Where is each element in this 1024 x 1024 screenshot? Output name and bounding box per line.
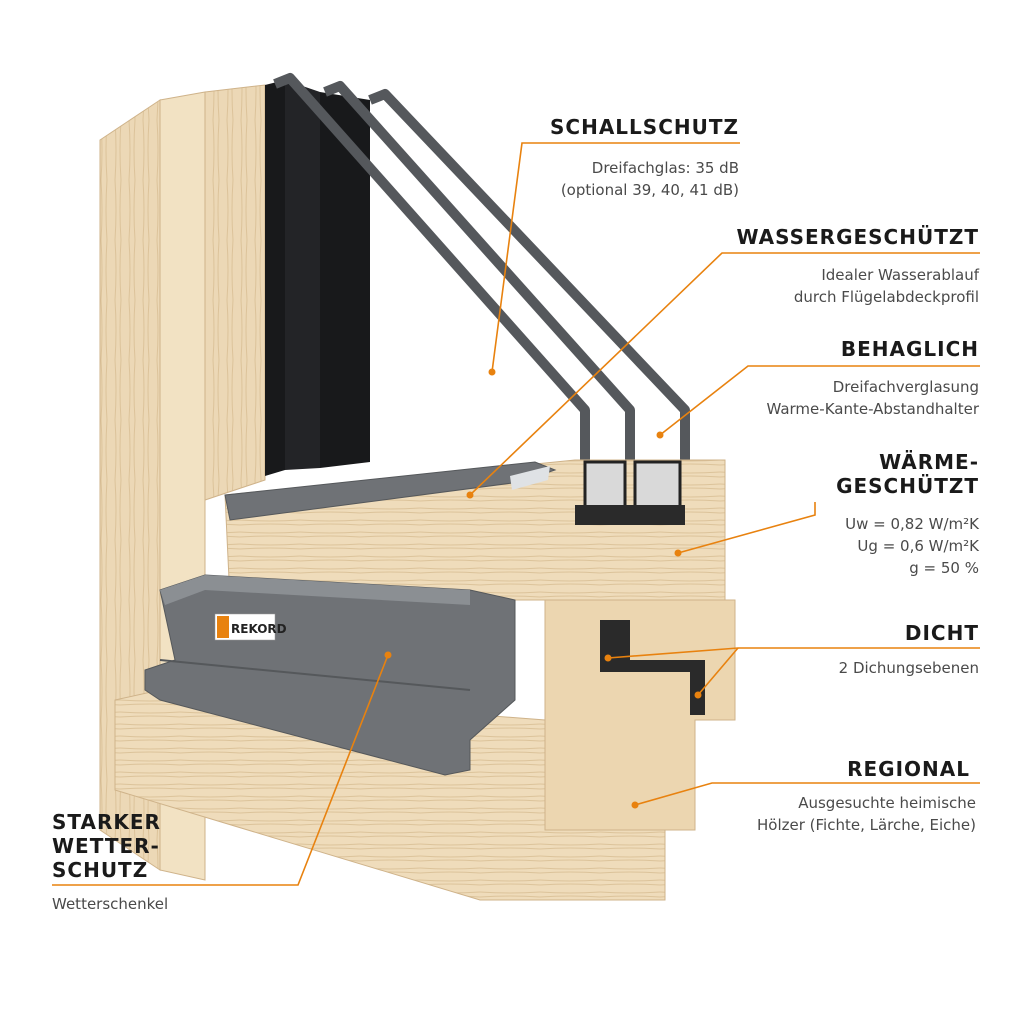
callout-desc-line: Ausgesuchte heimische: [798, 794, 976, 812]
callout-title: GESCHÜTZT: [836, 474, 979, 498]
callout-title: SCHALLSCHUTZ: [550, 115, 739, 139]
callout-dicht-desc: 2 Dichungsebenen: [839, 657, 979, 679]
callout-behaglich-desc: Dreifachverglasung Warme-Kante-Abstandha…: [766, 376, 979, 420]
callout-schallschutz-desc: Dreifachglas: 35 dB (optional 39, 40, 41…: [561, 157, 739, 201]
callout-wetterschutz: STARKER WETTER- SCHUTZ: [52, 810, 161, 882]
callout-regional-desc: Ausgesuchte heimische Hölzer (Fichte, Lä…: [757, 792, 976, 836]
callout-waermegeschuetzt-desc: Uw = 0,82 W/m²K Ug = 0,6 W/m²K g = 50 %: [845, 513, 979, 579]
callout-desc-line: Wetterschenkel: [52, 895, 169, 913]
spacer-2: [633, 460, 682, 509]
callout-desc-line: Idealer Wasserablauf: [821, 266, 979, 284]
leader-wassergeschuetzt: [469, 252, 980, 496]
sash-vertical: [204, 84, 266, 501]
callout-wetterschutz-desc: Wetterschenkel: [52, 893, 168, 915]
leader-lines: [52, 142, 980, 886]
rekord-logo: REKORD: [214, 613, 287, 641]
callout-desc-line: Dreifachglas: 35 dB: [591, 159, 739, 177]
glass-pane-1: [265, 80, 285, 476]
callout-title: WASSERGESCHÜTZT: [736, 225, 979, 249]
leader-waermegeschuetzt-dot: [674, 549, 682, 557]
glass-pane-2: [285, 80, 320, 470]
callout-title: BEHAGLICH: [840, 337, 979, 361]
callout-desc-line: g = 50 %: [909, 559, 979, 577]
callout-wassergeschuetzt: WASSERGESCHÜTZT: [736, 225, 979, 249]
leader-wassergeschuetzt-dot: [466, 491, 474, 499]
callout-waermegeschuetzt: WÄRME- GESCHÜTZT: [836, 450, 979, 498]
callout-desc-line: durch Flügelabdeckprofil: [793, 288, 979, 306]
spacer-1: [583, 460, 627, 509]
callout-behaglich: BEHAGLICH: [841, 337, 979, 361]
leader-regional-dot: [631, 801, 639, 809]
callout-wassergeschuetzt-desc: Idealer Wasserablauf durch Flügelabdeckp…: [794, 264, 979, 308]
callout-desc-line: Warme-Kante-Abstandhalter: [766, 400, 979, 418]
leader-waermegeschuetzt: [677, 502, 816, 554]
callout-schallschutz: SCHALLSCHUTZ: [550, 115, 739, 139]
leader-dicht-dot: [604, 654, 612, 662]
callout-title: DICHT: [904, 621, 979, 645]
callout-dicht: DICHT: [905, 621, 979, 645]
leader-dicht-2-dot: [694, 691, 702, 699]
leader-wetterschutz: [52, 654, 389, 886]
callout-desc-line: Dreifachverglasung: [832, 378, 979, 396]
callout-title: SCHUTZ: [52, 858, 149, 882]
leader-wetterschutz-dot: [384, 651, 392, 659]
callout-title: REGIONAL: [847, 757, 970, 781]
glass-pane-3: [320, 92, 370, 468]
leader-dicht-2: [697, 647, 739, 696]
leader-regional: [634, 782, 980, 806]
callout-regional: REGIONAL: [847, 757, 970, 781]
callout-desc-line: Ug = 0,6 W/m²K: [857, 537, 979, 555]
leader-schallschutz-dot: [488, 368, 496, 376]
leader-schallschutz: [491, 142, 740, 373]
callout-title: WÄRME-: [879, 450, 979, 474]
callout-title: WETTER-: [52, 834, 160, 858]
callout-desc-line: (optional 39, 40, 41 dB): [560, 181, 739, 199]
leader-behaglich-dot: [656, 431, 664, 439]
callout-title: STARKER: [52, 810, 161, 834]
callout-desc-line: 2 Dichungsebenen: [838, 659, 979, 677]
rekord-logo-text: REKORD: [231, 622, 287, 636]
callout-desc-line: Hölzer (Fichte, Lärche, Eiche): [756, 816, 976, 834]
glass-edges: [273, 73, 690, 470]
leader-behaglich: [659, 365, 980, 436]
callout-desc-line: Uw = 0,82 W/m²K: [845, 515, 979, 533]
